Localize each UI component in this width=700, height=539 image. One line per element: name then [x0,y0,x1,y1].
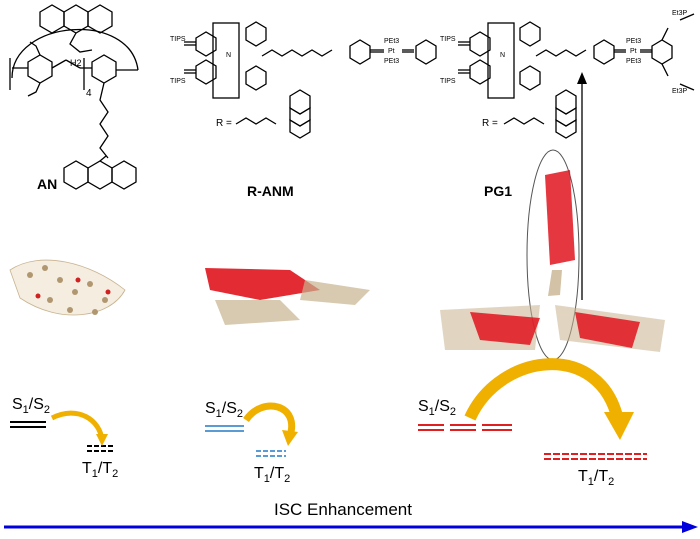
ranm-3d-model [205,268,370,325]
ranm-isc-arrow [243,402,296,438]
ranm-ring-bottom [245,65,267,91]
isc-enhancement-title: ISC Enhancement [274,500,412,519]
pg1-n-label: N [500,52,506,59]
an-3d-model [9,259,126,316]
compound-label-ranm: R-ANM [247,183,294,199]
an-lower-state-label: T1/T2 [82,460,118,480]
an-subscript-4: 4 [86,88,92,99]
pg1-lower-state-label: T1/T2 [578,468,614,488]
ranm-lower-state-label: T1/T2 [254,465,290,485]
ranm-r-chain [235,117,277,125]
an-lower-text: T1/T2 [82,460,119,481]
pg1-levels [418,358,647,460]
pg1-r-chain [503,117,545,125]
pg1-lower-text: T1/T2 [578,468,615,489]
ranm-tips-bottom: TIPS [170,78,186,85]
an-macrocycle-arc [11,28,139,79]
ranm-phenyl-1 [349,39,371,65]
an-linker-bottom [99,82,109,159]
isc-enhancement-arrowhead [682,521,698,533]
an-h2-label: H2 [70,58,82,68]
pg1-isc-arrow [464,358,624,422]
pg1-pet3-bottom: PEt3 [626,58,642,65]
an-ring-right [91,54,117,84]
pg1-box [487,22,515,99]
ranm-ring-top [245,21,267,47]
pg1-tips-bottom: TIPS [440,78,456,85]
an-top-anthracene [39,4,113,34]
compound-label-pg1: PG1 [484,183,513,199]
ranm-box [212,22,240,99]
ranm-n-label: N [226,52,232,59]
an-linker-top [69,32,93,53]
ranm-pt: Pt [388,48,395,55]
pg1-ring-bottom [519,65,541,91]
ranm-ring-left-bottom [195,59,217,85]
ranm-alkyl-chain [261,49,333,57]
pg1-et3p-bottom: Et3P [672,88,688,95]
ranm-lower-text: T1/T2 [254,465,291,486]
pg1-ring-left-bottom [469,59,491,85]
an-upper-state-label: S1/S2 [12,396,50,416]
pg1-upper-state-label: S1/S2 [418,398,456,418]
pg1-ring-top [519,21,541,47]
an-levels [10,410,115,452]
pg1-et3p-top: Et3P [672,10,688,17]
ranm-ring-left-top [195,31,217,57]
compound-label-an: AN [37,176,58,192]
ranm-tips-top: TIPS [170,36,186,43]
pg1-r-eq: R = [482,118,498,129]
pg1-upper-text: S1/S2 [418,398,457,419]
ranm-pet3-top: PEt3 [384,38,400,45]
ranm-upper-state-label: S1/S2 [205,400,243,420]
pg1-pet3-top: PEt3 [626,38,642,45]
ranm-r-eq: R = [216,118,232,129]
pg1-phenyl-1 [593,39,615,65]
pg1-3d-model [440,149,665,361]
an-isc-arrow [50,410,105,441]
ranm-phenyl-2 [415,39,437,65]
ranm-pet3-bottom: PEt3 [384,58,400,65]
pg1-alkyl-chain [535,49,587,57]
an-upper-text: S1/S2 [12,396,51,417]
ranm-upper-text: S1/S2 [205,400,244,421]
ranm-levels [205,402,298,457]
pg1-tips-top: TIPS [440,36,456,43]
pg1-zoom-arrowhead [577,72,587,84]
pg1-pt: Pt [630,48,637,55]
pg1-ring-left-top [469,31,491,57]
